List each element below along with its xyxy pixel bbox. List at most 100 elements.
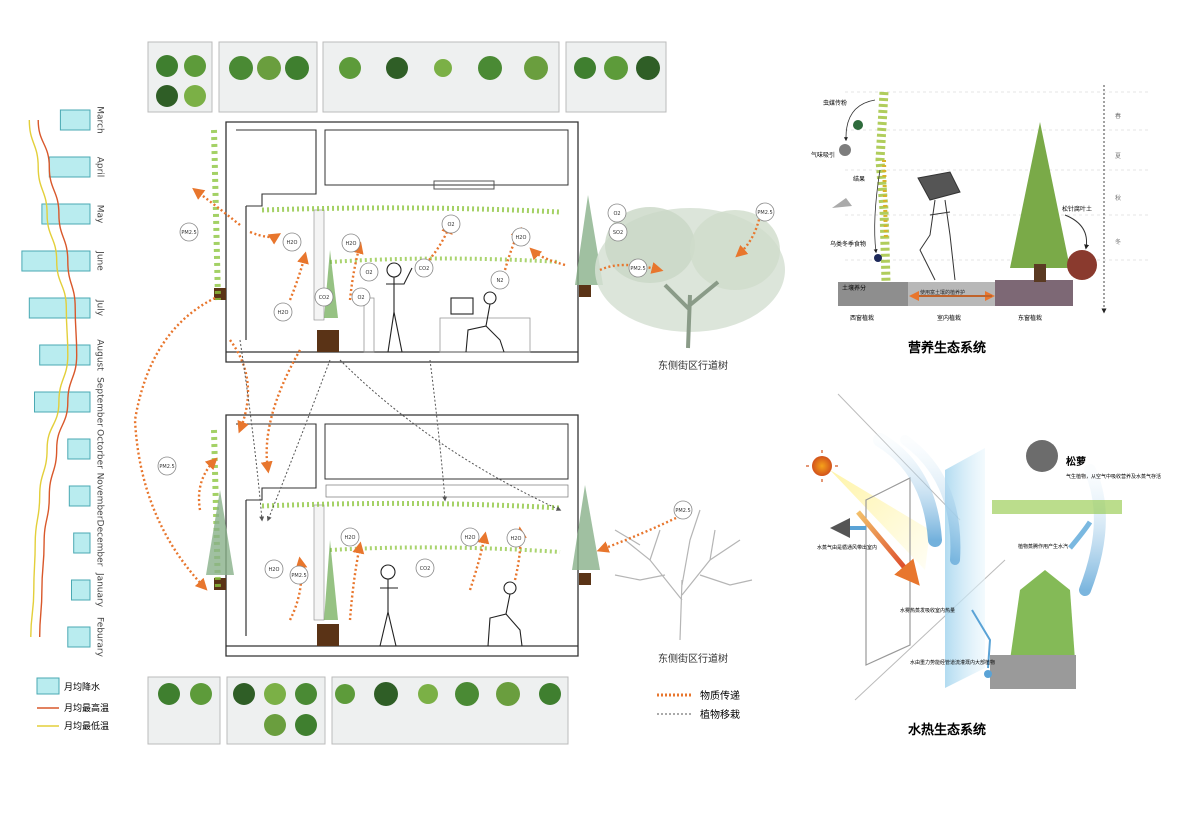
sun-icon: [812, 456, 832, 476]
plant-thumbnail: [190, 683, 212, 705]
element-bubble: [755, 202, 775, 222]
month-label: January: [95, 572, 105, 608]
plant-thumbnail: [184, 85, 206, 107]
element-bubble-label: H2O: [287, 240, 298, 246]
plant-thumbnail: [434, 59, 452, 77]
material-flow-arrows: [133, 187, 762, 621]
precip-bar: [39, 344, 91, 366]
min-temp-line: [28, 119, 69, 638]
month-label: May: [95, 205, 105, 224]
element-bubble: [460, 527, 480, 547]
label-absorb-heat: 水雾热蒸发吸收室内热量: [900, 607, 955, 614]
plant-thumbnail: [524, 56, 548, 80]
section-legend: 物质传递 植物移栽: [657, 689, 740, 721]
plant-thumbnail: [386, 57, 408, 79]
precip-bar: [41, 203, 91, 225]
precip-bar: [73, 532, 91, 554]
street-tree-bottom: [614, 509, 753, 641]
element-bubble: [351, 287, 371, 307]
element-bubble-label: CO2: [419, 266, 430, 272]
indoor-bed: [908, 282, 996, 306]
element-bubble-label: PM2.5: [291, 573, 306, 579]
legend-transplant-label: 植物移栽: [700, 708, 740, 721]
label-indoor-bed: 室内植栽: [937, 314, 961, 322]
transplant-flow-arrows: [239, 339, 562, 522]
season-scale: [845, 91, 1150, 261]
plant-thumbnail: [539, 683, 561, 705]
element-bubble: [415, 558, 435, 578]
month-label: June: [95, 250, 105, 271]
person-standing-top: [386, 262, 413, 353]
plant-thumbnail: [156, 55, 178, 77]
precip-bar: [71, 579, 91, 601]
plant-thumbnail: [574, 57, 596, 79]
element-bubble-label: PM2.5: [675, 508, 690, 514]
element-bubble: [264, 559, 284, 579]
plant-panels-bottom: [147, 676, 569, 745]
plant-thumbnail: [636, 56, 660, 80]
element-bubble: [179, 222, 199, 242]
element-bubble-label: H2O: [269, 567, 280, 573]
label-bird-food: 乌类冬季食物: [830, 240, 866, 248]
element-bubble-label: O2: [357, 295, 364, 301]
month-label: August: [95, 339, 105, 371]
element-bubble-label: SO2: [613, 230, 623, 236]
legend-material-label: 物质传递: [700, 689, 740, 702]
label-west-bed: 西窗植栽: [850, 314, 874, 322]
east-bed: [995, 280, 1073, 306]
element-bubble: [490, 270, 510, 290]
section-top: [211, 121, 603, 363]
plant-thumbnail: [257, 56, 281, 80]
month-label: March: [95, 106, 105, 133]
label-pollination: 虫媒传粉: [823, 99, 847, 107]
plant-thumbnail: [295, 683, 317, 705]
month-label: September: [95, 377, 105, 427]
element-bubble-label: H2O: [346, 241, 357, 247]
element-bubble: [340, 527, 360, 547]
element-bubble: [341, 233, 361, 253]
element-bubble-label: H2O: [516, 235, 527, 241]
hydrothermal-system: 松萝 气生植物，从空气中吸收营养及水蒸气存活 水蒸气由是循通风带出室内 水雾热蒸…: [806, 393, 1161, 738]
label-gravity-water: 水由重力势能经管道流灌溉内大部植物: [910, 659, 995, 666]
element-bubble-label: N2: [497, 278, 504, 284]
element-bubble: [314, 287, 334, 307]
precip-bar: [59, 109, 91, 131]
label-east-bed: 东窗植栽: [1018, 314, 1042, 322]
moss-description: 气生植物，从空气中吸收营养及水蒸气存活: [1066, 473, 1161, 480]
moss-icon: [1026, 440, 1058, 472]
plant-thumbnail: [285, 56, 309, 80]
season-summer: 夏: [1115, 153, 1121, 160]
element-bubble: [289, 565, 309, 585]
element-bubble: [282, 232, 302, 252]
season-spring: 春: [1115, 112, 1121, 120]
element-bubble-label: PM2.5: [630, 266, 645, 272]
person-seated-top: [450, 291, 505, 353]
hydrothermal-title: 水热生态系统: [908, 722, 986, 738]
precip-bar: [48, 156, 91, 178]
plant-thumbnail: [156, 85, 178, 107]
month-label: April: [95, 157, 105, 178]
element-bubble-label: O2: [447, 222, 454, 228]
legend-min-label: 月均最低温: [64, 720, 109, 732]
plant-thumbnail: [295, 714, 317, 736]
moss-name: 松萝: [1066, 455, 1086, 468]
nutrition-system: 春 夏 秋 冬 虫媒传粉 气味吸引 结果 乌类冬季食物: [811, 85, 1150, 356]
element-bubble-label: PM2.5: [757, 210, 772, 216]
precip-bar: [67, 626, 91, 648]
plant-thumbnail: [229, 56, 253, 80]
element-bubble: [157, 456, 177, 476]
precip-bar: [34, 391, 91, 413]
element-bubble-label: H2O: [511, 536, 522, 542]
element-bubble-label: H2O: [345, 535, 356, 541]
plant-panels-top: [147, 41, 667, 113]
element-bubble: [273, 302, 293, 322]
section-bottom: [206, 414, 600, 657]
season-autumn: 秋: [1115, 194, 1121, 202]
element-bubble-label: H2O: [465, 535, 476, 541]
month-label: November: [95, 473, 105, 520]
element-bubble: [511, 227, 531, 247]
element-bubble: [673, 500, 693, 520]
plant-thumbnail: [335, 684, 355, 704]
label-vapor-in: 水蒸气由是循通风带出室内: [817, 544, 877, 551]
month-label: Feburary: [95, 617, 105, 658]
